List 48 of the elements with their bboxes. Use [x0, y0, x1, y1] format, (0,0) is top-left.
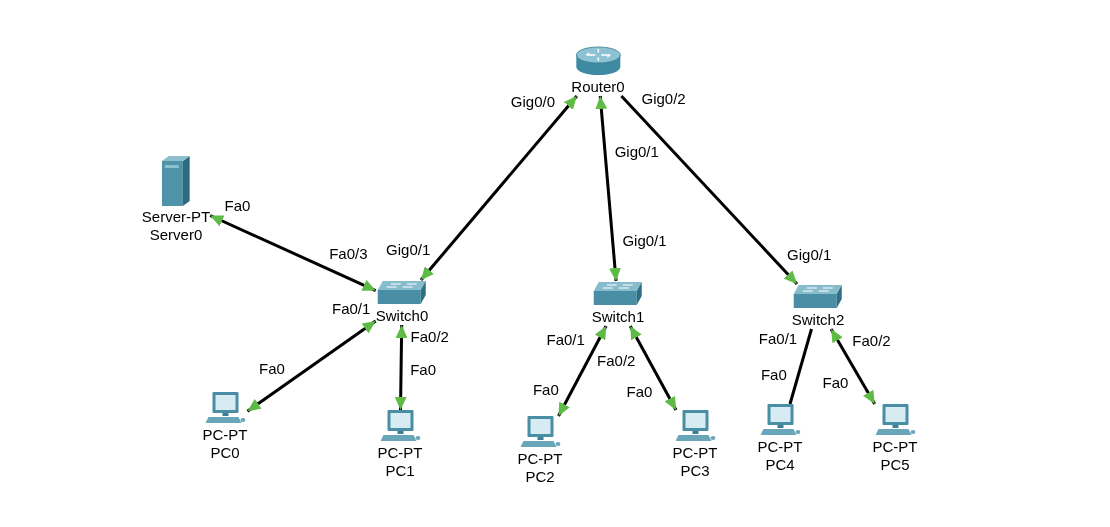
port-label: Fa0: [410, 361, 437, 379]
port-label: Fa0: [822, 374, 849, 393]
device-name: Switch1: [591, 308, 645, 326]
device-type-label: PC-PT: [377, 444, 423, 462]
link-line: [246, 319, 377, 413]
link-line: [829, 328, 876, 405]
link-line: [419, 95, 578, 281]
port-label: Gig0/1: [787, 245, 832, 264]
device-name: Switch0: [375, 307, 429, 325]
link-line: [394, 324, 408, 411]
device-name: PC4: [765, 456, 795, 474]
link-line: [595, 95, 621, 282]
port-label: Fa0/3: [329, 244, 368, 263]
link-line: [620, 94, 799, 286]
device-name: PC3: [680, 462, 710, 480]
port-label: Fa0: [532, 380, 559, 399]
port-label: Fa0/2: [597, 352, 636, 371]
link-line: [557, 325, 608, 417]
device-name: Server0: [149, 226, 203, 244]
device-type-label: PC-PT: [202, 426, 248, 444]
device-name: Router0: [571, 78, 625, 96]
port-label: Gig0/2: [641, 89, 686, 108]
port-label: Fa0/2: [410, 328, 449, 346]
device-type-label: PC-PT: [872, 438, 918, 456]
device-name: PC5: [880, 456, 910, 474]
device-name: PC0: [210, 444, 240, 462]
port-label: Gig0/0: [510, 93, 555, 112]
port-label: Fa0/1: [546, 331, 585, 350]
device-name: PC1: [385, 462, 415, 480]
device-name: Switch2: [791, 311, 845, 329]
device-type-label: PC-PT: [672, 444, 718, 462]
port-label: Gig0/1: [386, 240, 431, 259]
port-label: Fa0: [259, 359, 285, 378]
device-type-label: PC-PT: [517, 450, 563, 468]
link-line: [788, 328, 813, 405]
port-label: Gig0/1: [622, 232, 667, 251]
link-line: [209, 214, 377, 292]
port-label: Fa0/1: [332, 299, 371, 318]
port-label: Fa0: [626, 383, 653, 402]
device-name: PC2: [525, 468, 555, 486]
device-type-label: PC-PT: [757, 438, 803, 456]
port-label: Fa0: [224, 197, 251, 215]
port-label: Gig0/1: [614, 142, 659, 161]
port-label: Fa0/1: [758, 329, 798, 348]
device-type-label: Server-PT: [141, 208, 211, 226]
port-label: Fa0: [760, 366, 787, 385]
link-line: [628, 325, 678, 411]
port-label: Fa0/2: [852, 332, 891, 351]
